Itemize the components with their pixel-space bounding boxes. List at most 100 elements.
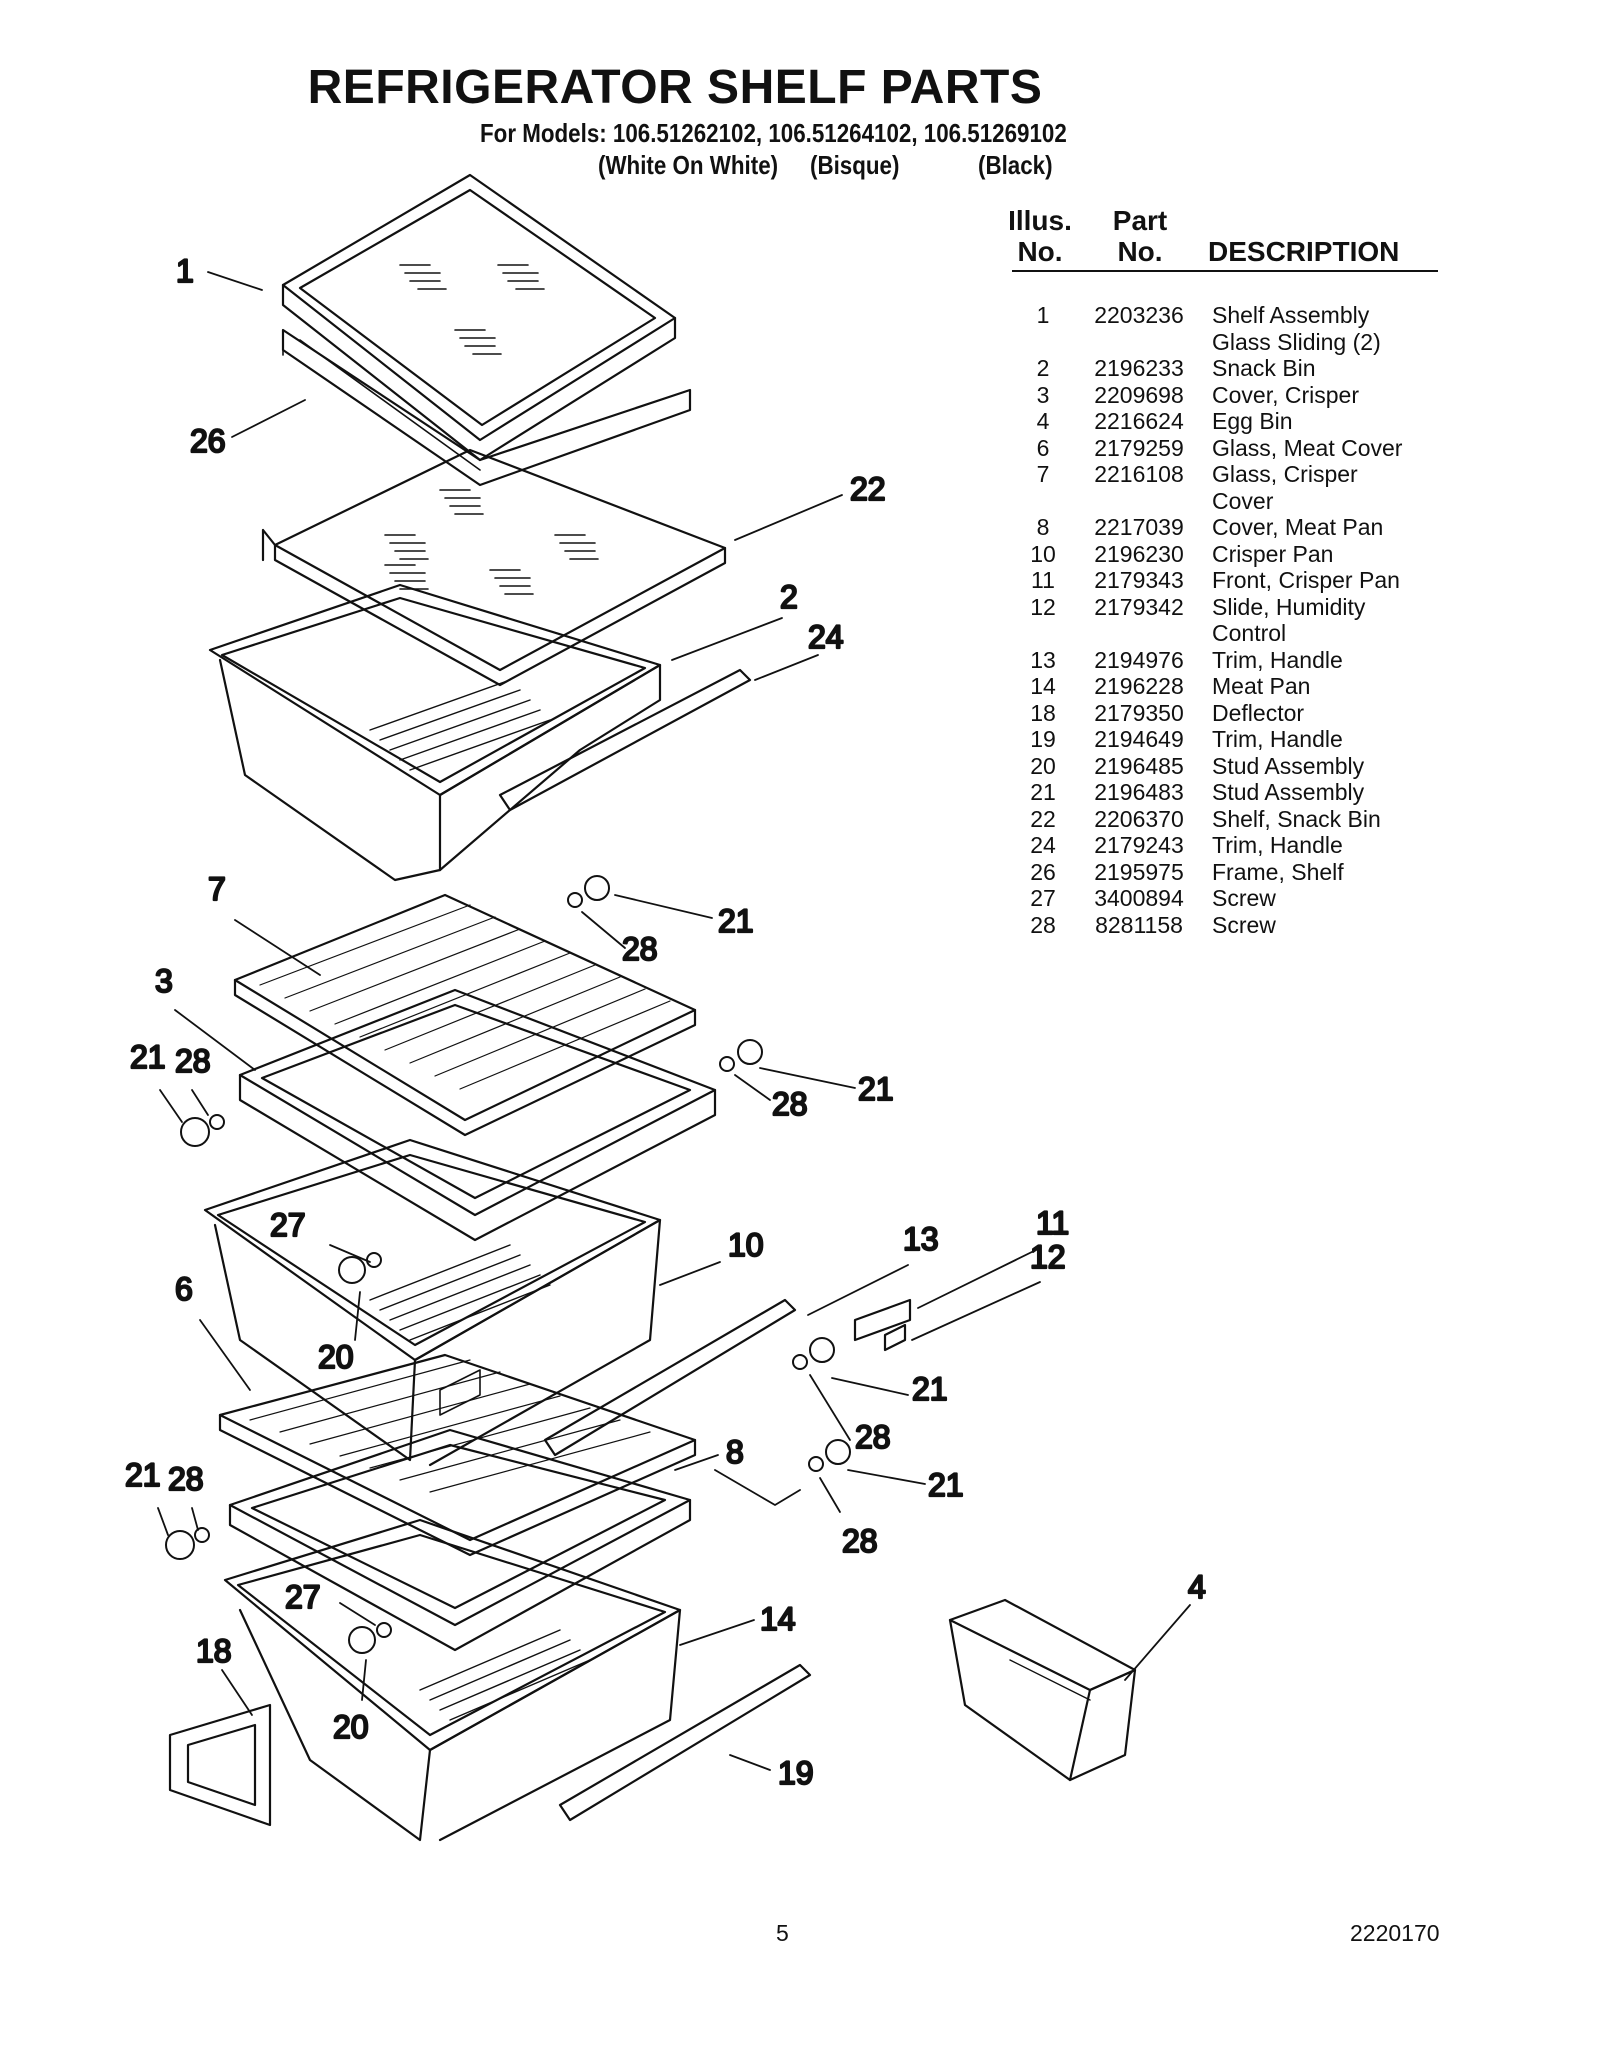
part-number: 2209698 — [1094, 381, 1184, 408]
illus-number: 14 — [1030, 673, 1056, 699]
page-title: REFRIGERATOR SHELF PARTS — [307, 61, 1043, 114]
illus-number: 28 — [1030, 911, 1056, 938]
part-description: Stud Assembly — [1204, 753, 1452, 780]
part-number: 2203236 — [1094, 302, 1184, 328]
part-description: Glass, Meat Cover — [1204, 435, 1452, 462]
part-description: Screw — [1204, 885, 1452, 912]
description-line: Trim, Handle — [1212, 646, 1343, 673]
callout-27-a: 27 — [270, 1207, 306, 1243]
illus-number: 24 — [1030, 832, 1056, 858]
callout-3: 3 — [155, 963, 173, 999]
leader-lines — [157, 271, 1191, 1771]
part-description: Deflector — [1204, 700, 1452, 727]
illus-number: 13 — [1030, 646, 1056, 673]
callout-2: 2 — [780, 579, 798, 615]
callout-8: 8 — [726, 1434, 744, 1470]
callout-20-a: 20 — [318, 1339, 354, 1375]
callout-18: 18 — [196, 1633, 232, 1669]
callout-1: 1 — [176, 253, 194, 289]
callout-28-d: 28 — [855, 1419, 891, 1455]
description-line: Screw — [1212, 911, 1276, 938]
document-number: 2220170 — [1350, 1920, 1440, 1946]
deflector-part-18 — [168, 1703, 272, 1827]
illus-number: 6 — [1036, 434, 1050, 461]
illus-number: 21 — [1030, 779, 1056, 805]
part-number: 2216108 — [1094, 461, 1184, 487]
snack-bin-part-2 — [208, 583, 662, 882]
illus-number: 12 — [1030, 593, 1056, 620]
callout-22: 22 — [850, 471, 886, 507]
callout-6: 6 — [175, 1271, 193, 1307]
part-number: 2196228 — [1094, 673, 1184, 699]
part-description: Trim, Handle — [1204, 647, 1452, 674]
callout-21-c: 21 — [858, 1071, 894, 1107]
callout-28-e: 28 — [842, 1523, 878, 1559]
part-number: 2196485 — [1094, 752, 1184, 779]
part-number: 2179343 — [1094, 567, 1184, 593]
variant-white: (White On White) — [598, 150, 779, 180]
description-line: Shelf, Snack Bin — [1212, 805, 1381, 832]
description-line: Stud Assembly — [1212, 752, 1365, 779]
part-description: Frame, Shelf — [1204, 859, 1452, 886]
handle-trim-part-24 — [498, 668, 752, 812]
part-description: Cover, Meat Pan — [1204, 514, 1452, 541]
table-row: 14 2196228 Meat Pan — [1012, 673, 1452, 700]
callout-10: 10 — [728, 1227, 764, 1263]
callout-28-f: 28 — [168, 1461, 204, 1497]
illus-number: 8 — [1036, 514, 1050, 540]
table-row: 20 2196485 Stud Assembly — [1012, 753, 1452, 780]
description-line: Crisper Pan — [1212, 540, 1334, 567]
crisper-front-part-11 — [853, 1298, 912, 1342]
illus-number: 2 — [1036, 355, 1050, 381]
part-number: 2206370 — [1094, 805, 1184, 832]
table-header-rule — [1012, 270, 1438, 272]
col-part-line2: No. — [1117, 236, 1163, 267]
handle-trim-part-13 — [543, 1298, 797, 1457]
page-number: 5 — [776, 1920, 789, 1946]
callout-13: 13 — [903, 1221, 939, 1257]
callout-11: 11 — [1036, 1205, 1069, 1241]
illus-number: 27 — [1030, 885, 1056, 911]
part-description: Trim, Handle — [1204, 832, 1452, 859]
callout-26: 26 — [190, 423, 226, 459]
part-number: 3400894 — [1094, 885, 1184, 911]
description-line: Deflector — [1212, 699, 1305, 726]
description-line: Front, Crisper Pan — [1212, 567, 1400, 593]
part-number: 2217039 — [1094, 514, 1184, 540]
callout-7: 7 — [208, 871, 226, 907]
part-number: 2179243 — [1094, 832, 1184, 858]
illus-number: 7 — [1036, 461, 1050, 487]
illus-number: 20 — [1030, 752, 1056, 779]
description-line: Shelf Assembly — [1212, 302, 1370, 328]
callout-14: 14 — [760, 1601, 796, 1637]
description-line: Stud Assembly — [1212, 779, 1365, 805]
illus-number: 3 — [1036, 381, 1050, 408]
part-description: Front, Crisper Pan — [1204, 567, 1452, 594]
variant-black: (Black) — [978, 150, 1053, 180]
illus-number: 10 — [1030, 540, 1056, 567]
table-row: 8 2217039 Cover, Meat Pan — [1012, 514, 1452, 541]
illus-number: 4 — [1036, 408, 1050, 434]
part-number: 2195975 — [1094, 858, 1184, 885]
callout-28-a: 28 — [622, 931, 658, 967]
part-description: Stud Assembly — [1204, 779, 1452, 806]
meat-pan-cover-part-8 — [228, 1428, 692, 1652]
description-line: Glass Sliding (2) — [1212, 328, 1381, 355]
illus-number: 22 — [1030, 805, 1056, 832]
meat-pan-part-14 — [223, 1518, 682, 1842]
table-row: 22 2206370 Shelf, Snack Bin — [1012, 806, 1452, 833]
description-line: Meat Pan — [1212, 673, 1311, 699]
